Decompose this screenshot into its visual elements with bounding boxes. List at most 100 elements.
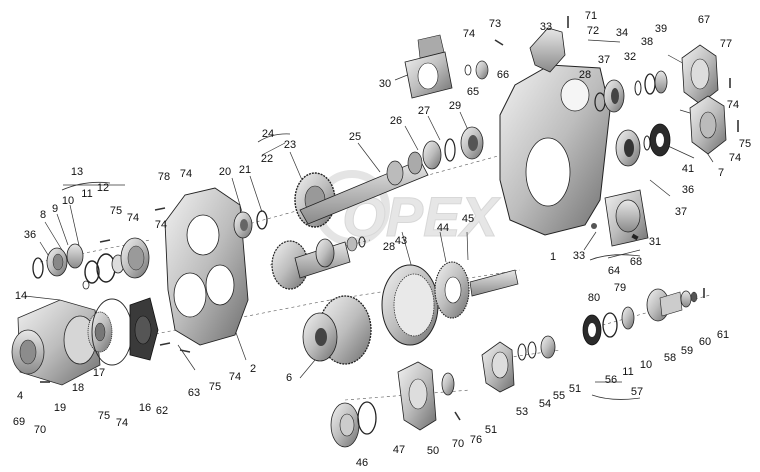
callout-29: 29	[448, 100, 462, 112]
group-brackets	[61, 133, 641, 400]
callout-68: 68	[629, 256, 643, 268]
callout-36-left: 36	[23, 229, 37, 241]
callout-75-d: 75	[738, 138, 752, 150]
part-lower-gear-shaft	[271, 236, 366, 290]
left-bearing-stack	[32, 243, 125, 290]
bottom-mid-stack	[481, 335, 556, 393]
part-1-main-housing	[499, 64, 611, 236]
callout-27: 27	[417, 105, 431, 117]
callout-57: 57	[630, 386, 644, 398]
callout-39: 39	[654, 23, 668, 35]
watermark-logo: OPEX	[314, 170, 502, 249]
part-30-flange	[404, 34, 453, 99]
part-31-flange	[604, 189, 649, 247]
callout-58: 58	[663, 352, 677, 364]
callout-43: 43	[394, 235, 408, 247]
callout-28-upper: 28	[578, 69, 592, 81]
callout-1: 1	[549, 251, 557, 263]
part-6-gear-assembly	[302, 295, 372, 365]
part-67-end-cover	[681, 44, 719, 105]
part-34-bracket	[529, 27, 566, 73]
callout-46: 46	[355, 457, 369, 469]
callout-34: 34	[615, 27, 629, 39]
callout-73: 73	[488, 18, 502, 30]
callout-32: 32	[623, 51, 637, 63]
callout-19: 19	[53, 402, 67, 414]
callout-56: 56	[604, 374, 618, 386]
part-12-seal-cover	[120, 237, 150, 279]
callout-12: 12	[96, 182, 110, 194]
callout-33-lower: 33	[572, 250, 586, 262]
callout-38: 38	[640, 36, 654, 48]
callout-80: 80	[587, 292, 601, 304]
callout-10: 10	[61, 195, 75, 207]
bolts	[40, 16, 739, 421]
callout-25: 25	[348, 131, 362, 143]
part-16-cover	[129, 297, 159, 361]
callout-74-g: 74	[728, 152, 742, 164]
callout-67: 67	[697, 14, 711, 26]
callout-51-right: 51	[568, 383, 582, 395]
callout-2: 2	[249, 363, 257, 375]
callout-55: 55	[552, 390, 566, 402]
right-top-bearings	[594, 70, 668, 113]
callout-47: 47	[392, 444, 406, 456]
part-43-ring-gear	[381, 264, 439, 346]
callout-63: 63	[187, 387, 201, 399]
callout-61: 61	[716, 329, 730, 341]
callout-65: 65	[466, 86, 480, 98]
part-4-housing	[11, 299, 101, 386]
lower-right-stack	[582, 288, 698, 346]
callout-33-top: 33	[539, 21, 553, 33]
part-26-27-29-bearings	[422, 126, 484, 170]
callout-50: 50	[426, 445, 440, 457]
part-66-plate	[475, 60, 489, 80]
callout-70-left: 70	[33, 424, 47, 436]
callout-21: 21	[238, 164, 252, 176]
callout-18: 18	[71, 382, 85, 394]
right-mid-bearings	[615, 123, 671, 167]
callout-14: 14	[14, 290, 28, 302]
part-33-nut	[591, 223, 597, 229]
callout-74-c: 74	[154, 219, 168, 231]
callout-16: 16	[138, 402, 152, 414]
callout-11-right: 11	[622, 366, 634, 378]
callout-11: 11	[81, 188, 93, 200]
callout-41: 41	[681, 163, 695, 175]
callout-71: 71	[584, 10, 598, 22]
callout-79: 79	[613, 282, 627, 294]
callout-20: 20	[218, 166, 232, 178]
callout-24: 24	[261, 128, 275, 140]
callout-31: 31	[648, 236, 662, 248]
callout-28-lower: 28	[382, 241, 396, 253]
callout-17: 17	[92, 367, 106, 379]
callout-36-right: 36	[681, 184, 695, 196]
callout-74-e: 74	[228, 371, 242, 383]
callout-7: 7	[717, 167, 725, 179]
callout-62: 62	[155, 405, 169, 417]
part-44-carrier	[434, 261, 519, 319]
callout-51-bottom: 51	[484, 424, 498, 436]
callout-13: 13	[70, 166, 84, 178]
callout-6: 6	[285, 372, 293, 384]
callout-70-bottom: 70	[451, 438, 465, 450]
callout-64: 64	[607, 265, 621, 277]
bottom-left-stack	[330, 361, 455, 448]
callout-72: 72	[586, 25, 600, 37]
callout-69: 69	[12, 416, 26, 428]
callout-59: 59	[680, 345, 694, 357]
callout-78: 78	[157, 171, 171, 183]
callout-75-b: 75	[97, 410, 111, 422]
leader-lines	[24, 29, 714, 383]
part-7-cover	[689, 95, 727, 155]
callout-9: 9	[51, 203, 59, 215]
callout-77: 77	[719, 38, 733, 50]
callout-66: 66	[496, 69, 510, 81]
callout-22: 22	[260, 153, 274, 165]
callout-75-c: 75	[208, 381, 222, 393]
part-18-spline-gear	[87, 311, 113, 353]
callout-74-top: 74	[462, 28, 476, 40]
callout-45: 45	[461, 213, 475, 225]
